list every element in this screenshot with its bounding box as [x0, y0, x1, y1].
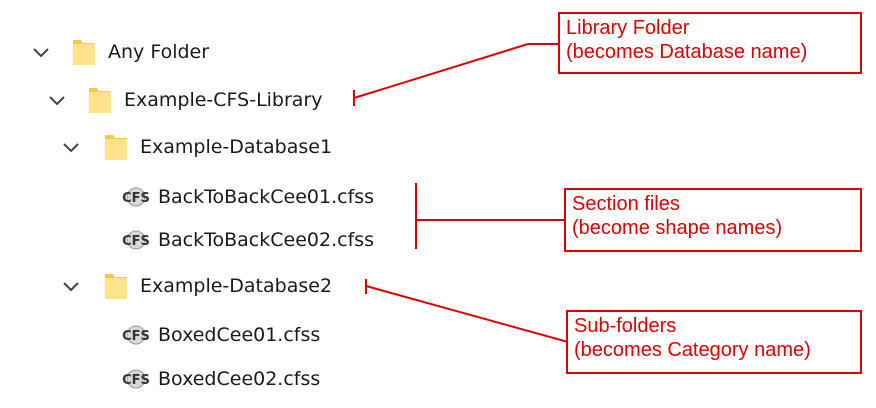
svg-text:CFS: CFS [122, 234, 150, 249]
tree-label: BackToBackCee02.cfss [158, 229, 375, 251]
callout-line: Section files [572, 193, 680, 215]
tree-item-database1[interactable]: Example-Database1 [0, 127, 360, 167]
tree-item-db1-file2[interactable]: CFS BackToBackCee02.cfss [0, 220, 400, 260]
tree-item-any-folder[interactable]: Any Folder [0, 32, 260, 72]
chevron-down-icon[interactable] [32, 46, 50, 58]
tree-label: BoxedCee01.cfss [158, 324, 321, 346]
chevron-down-icon[interactable] [62, 280, 80, 292]
tree-label: Example-Database1 [140, 136, 333, 158]
chevron-down-icon[interactable] [62, 141, 80, 153]
chevron-down-icon[interactable] [48, 94, 66, 106]
tree-item-db1-file1[interactable]: CFS BackToBackCee01.cfss [0, 177, 400, 217]
callout-line: (become shape names) [572, 217, 783, 239]
folder-icon [105, 274, 127, 299]
tree-item-library[interactable]: Example-CFS-Library [0, 80, 360, 120]
cfs-file-icon: CFS [122, 369, 150, 389]
svg-text:CFS: CFS [122, 191, 150, 206]
callout-line: Library Folder [566, 17, 690, 39]
callout-line: Sub-folders [574, 315, 677, 337]
tree-label: Example-CFS-Library [124, 89, 323, 111]
callout-library-folder: Library Folder (becomes Database name) [558, 12, 862, 74]
callout-line: (becomes Category name) [574, 339, 811, 361]
tree-label: Example-Database2 [140, 275, 333, 297]
svg-text:CFS: CFS [122, 329, 150, 344]
cfs-file-icon: CFS [122, 187, 150, 207]
folder-icon [73, 40, 95, 65]
tree-label: BackToBackCee01.cfss [158, 186, 375, 208]
tree-item-db2-file1[interactable]: CFS BoxedCee01.cfss [0, 315, 360, 355]
svg-text:CFS: CFS [122, 373, 150, 388]
tree-label: Any Folder [108, 41, 210, 63]
callout-pointer-sub-folders [365, 285, 569, 343]
callout-line: (becomes Database name) [566, 41, 808, 63]
folder-icon [89, 88, 111, 113]
callout-section-files: Section files (become shape names) [564, 188, 862, 252]
callout-sub-folders: Sub-folders (becomes Category name) [566, 310, 862, 374]
folder-icon [105, 135, 127, 160]
tree-item-database2[interactable]: Example-Database2 [0, 266, 360, 306]
cfs-file-icon: CFS [122, 325, 150, 345]
tree-label: BoxedCee02.cfss [158, 368, 321, 390]
cfs-file-icon: CFS [122, 230, 150, 250]
callout-pointer-library [353, 43, 529, 99]
tree-item-db2-file2[interactable]: CFS BoxedCee02.cfss [0, 359, 360, 399]
